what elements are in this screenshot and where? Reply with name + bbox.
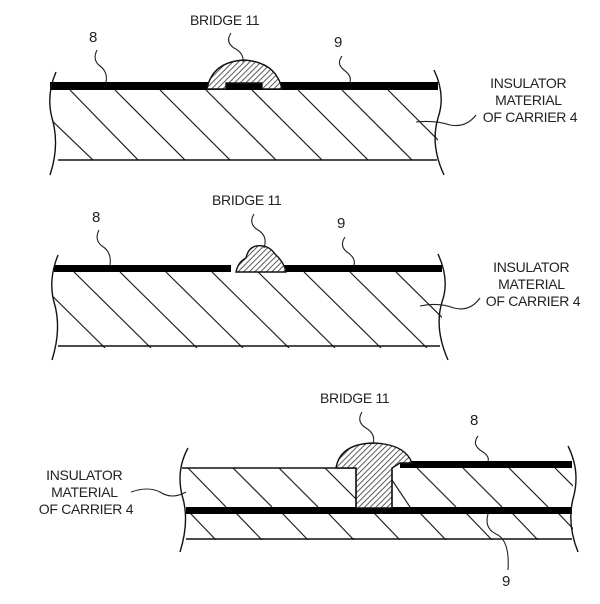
conductor-8-leader: [94, 49, 107, 83]
conductor-9: [268, 265, 442, 272]
substrate-hatching: [52, 90, 438, 160]
bridge-label: BRIDGE 11: [212, 192, 282, 208]
conductor-9-leader: [486, 513, 509, 571]
conductor-8: [54, 265, 231, 272]
conductor-8-leader: [96, 229, 111, 266]
conductor-8-label: 8: [92, 209, 100, 226]
break-line-right: [567, 445, 579, 553]
bridge-leader: [228, 32, 244, 63]
bridge-leader: [359, 411, 375, 445]
conductor-9-leader: [341, 236, 355, 266]
substrate-hatching: [52, 272, 442, 348]
bridge-11: [206, 59, 283, 90]
figure-a: BRIDGE 11 8 9 INSULATOR MATERIAL OF CARR…: [49, 12, 578, 176]
conductor-8: [50, 82, 438, 90]
insulator-leader: [130, 488, 187, 497]
insulator-leader: [415, 114, 477, 127]
conductor-9-label: 9: [502, 573, 510, 590]
insulator-label: INSULATOR MATERIAL OF CARRIER 4: [486, 259, 581, 309]
bridge-leader: [251, 213, 266, 249]
bridge-label: BRIDGE 11: [320, 390, 390, 406]
conductor-8-label: 8: [89, 29, 97, 46]
conductor-9-label: 9: [334, 34, 342, 51]
conductor-8: [400, 461, 572, 468]
conductor-8-leader: [474, 435, 489, 462]
break-line-right: [433, 69, 445, 176]
conductor-9-label: 9: [337, 215, 345, 232]
insulator-label: INSULATOR MATERIAL OF CARRIER 4: [483, 75, 578, 125]
insulator-label: INSULATOR MATERIAL OF CARRIER 4: [39, 467, 134, 517]
conductor-9: [186, 507, 572, 514]
conductor-8-label: 8: [470, 412, 478, 429]
break-line-left: [49, 71, 57, 176]
conductor-9-leader: [338, 55, 351, 83]
bridge-11: [335, 442, 414, 509]
break-line-right: [437, 253, 449, 361]
figure-b: BRIDGE 11 8 9 INSULATOR MATERIAL OF CARR…: [51, 192, 581, 361]
bridge-11: [235, 244, 287, 273]
lower-insulator-hatching: [189, 513, 573, 540]
break-line-left: [51, 254, 59, 361]
figure-c: BRIDGE 11 8 9 INSULATOR MATERIAL OF CARR…: [39, 390, 579, 590]
break-line-left: [179, 447, 189, 553]
insulator-leader: [419, 297, 481, 310]
bridge-label: BRIDGE 11: [190, 12, 260, 28]
